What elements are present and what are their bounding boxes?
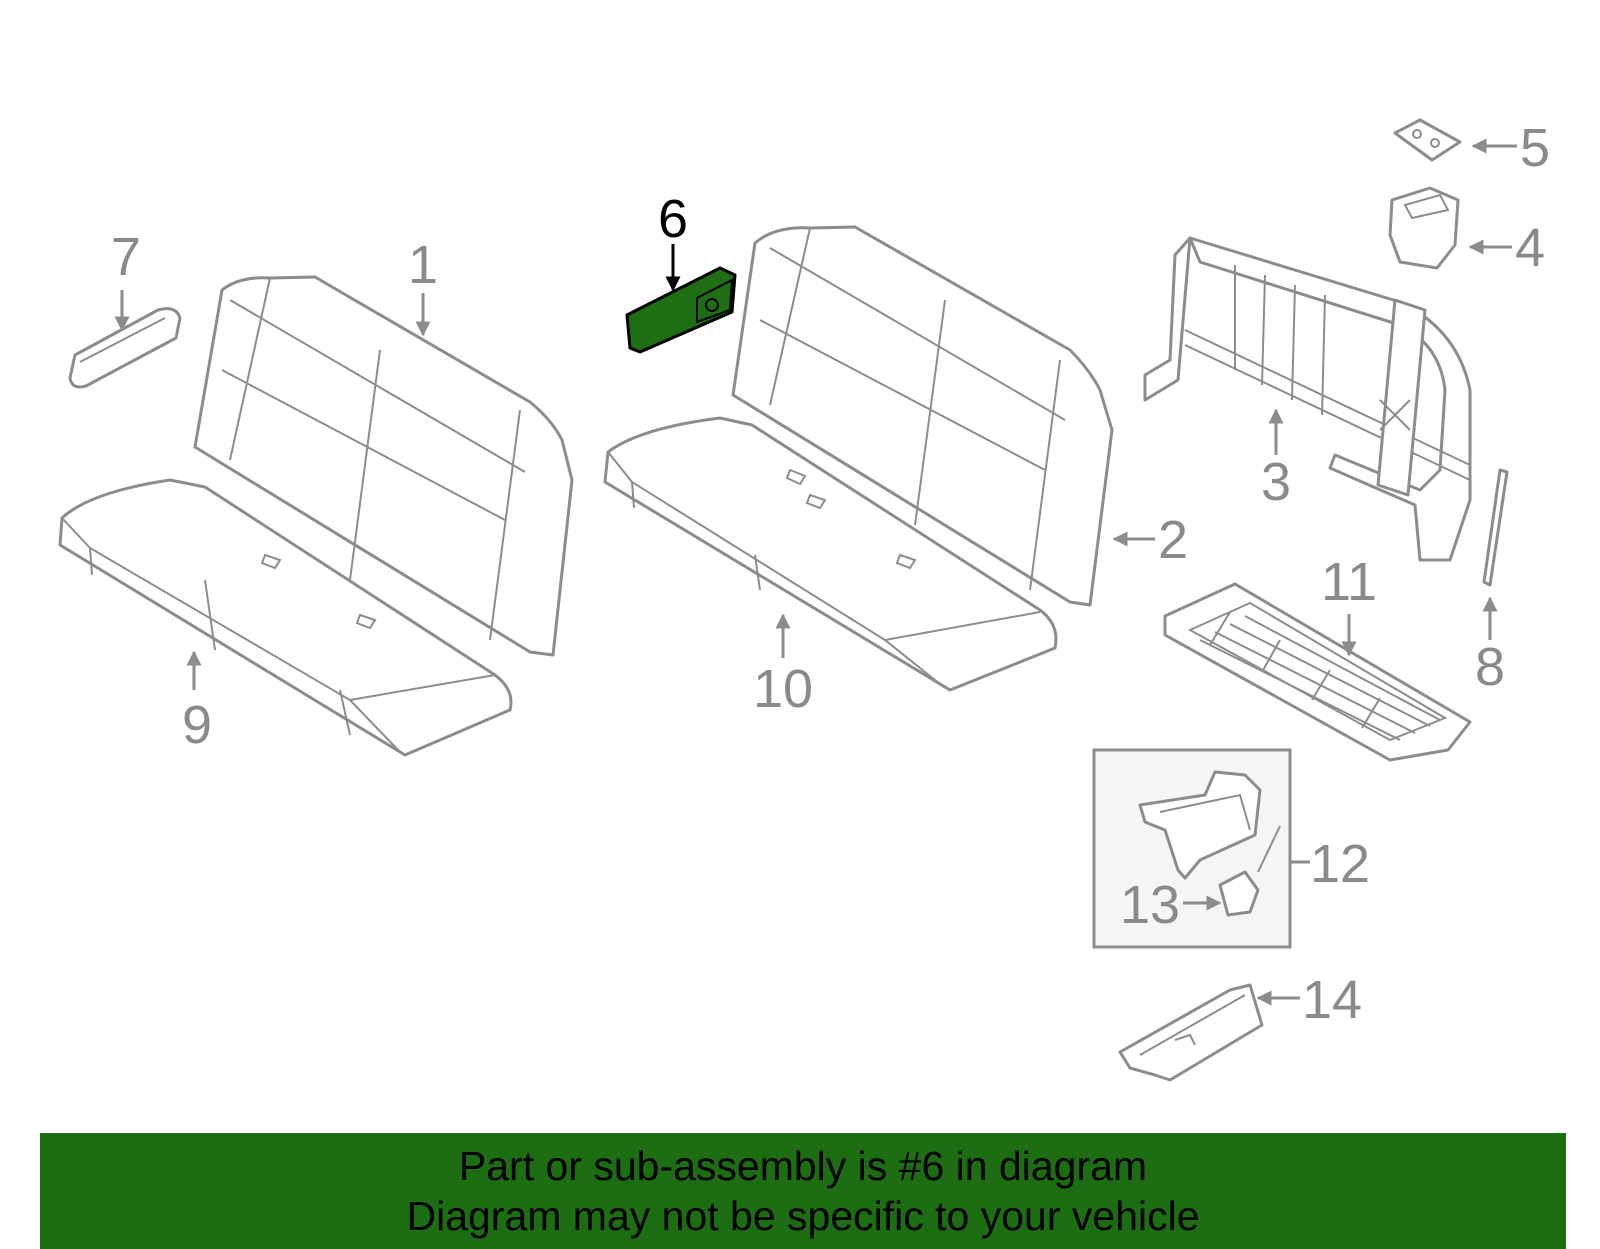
part-3-seat-frame[interactable] xyxy=(1143,236,1472,562)
callout-3: 3 xyxy=(1261,452,1291,512)
part-7-armrest-pad[interactable] xyxy=(68,307,182,389)
part-5-bracket-plate[interactable] xyxy=(1393,118,1462,162)
banner-line-2: Diagram may not be specific to your vehi… xyxy=(406,1193,1200,1239)
callout-4: 4 xyxy=(1515,218,1545,278)
callout-12: 12 xyxy=(1310,834,1370,894)
callout-10: 10 xyxy=(753,659,813,719)
leader-arrows xyxy=(114,138,1517,1006)
part-2-seat-back-middle[interactable] xyxy=(731,225,1114,607)
part-10-seat-cushion-middle[interactable] xyxy=(603,416,1058,692)
callout-11: 11 xyxy=(1321,552,1377,612)
info-banner: Part or sub-assembly is #6 in diagram Di… xyxy=(40,1133,1566,1249)
part-12-mounting-bracket[interactable] xyxy=(1138,770,1262,880)
part-13-latch[interactable] xyxy=(1218,825,1281,917)
callout-1: 1 xyxy=(408,235,438,295)
banner-line-1: Part or sub-assembly is #6 in diagram xyxy=(458,1143,1148,1189)
part-11-floor-tray[interactable] xyxy=(1163,582,1472,762)
part-4-latch-cover[interactable] xyxy=(1388,186,1460,270)
callout-14: 14 xyxy=(1302,970,1362,1030)
part-1-seat-back-left[interactable] xyxy=(193,275,574,657)
callout-2: 2 xyxy=(1158,510,1188,570)
part-9-seat-cushion-left[interactable] xyxy=(58,478,513,757)
callout-6: 6 xyxy=(658,189,688,249)
callout-7: 7 xyxy=(111,227,141,287)
callout-8: 8 xyxy=(1475,637,1505,697)
part-8-rod[interactable] xyxy=(1482,468,1509,587)
part-6-armrest-highlighted[interactable] xyxy=(625,266,737,354)
part-14-bracket[interactable] xyxy=(1118,983,1264,1082)
inset-box-12-13 xyxy=(1092,748,1292,949)
callout-5: 5 xyxy=(1520,118,1550,178)
callout-13: 13 xyxy=(1120,875,1180,935)
callout-9: 9 xyxy=(182,695,212,755)
